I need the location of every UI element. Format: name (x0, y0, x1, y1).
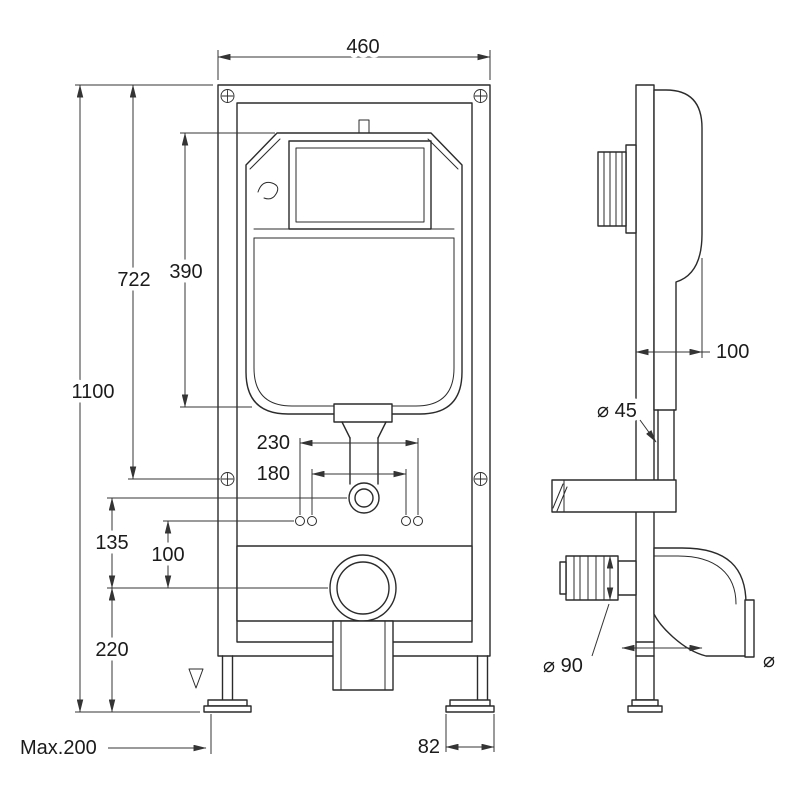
elbow-outlet-flange (744, 599, 755, 658)
waste-outlet (329, 554, 397, 622)
cistern-tank (245, 119, 463, 415)
adjustable-legs (203, 655, 495, 713)
dim-bolt-to-waste (163, 520, 294, 589)
dim-flush-to-waste-label: 135 (95, 532, 128, 554)
dim-bolt-spacing-outer-label: 230 (257, 432, 290, 454)
dim-leg-adjust-label: Max.200 (20, 737, 97, 759)
dim-waste-to-floor-label: 220 (95, 639, 128, 661)
dim-bolt-spacing-inner-label: 180 (257, 463, 290, 485)
dim-bolt-spacing-outer (299, 438, 419, 515)
dim-flush-to-waste (107, 497, 347, 589)
dim-total-height (75, 84, 213, 713)
dim-waste-pipe-dia (591, 555, 614, 657)
dim-waste-pipe-dia-label: ⌀ 90 (543, 655, 583, 677)
dim-flush-pipe-dia (639, 419, 657, 443)
flush-button-unit (597, 144, 637, 234)
dim-upper-height (128, 84, 220, 480)
waste-elbow (653, 547, 755, 658)
side-view (551, 84, 755, 713)
dimensions (75, 50, 710, 754)
dim-cistern-height (180, 132, 275, 408)
dim-frame-depth-label: 100 (716, 341, 749, 363)
dim-bolt-spacing-inner (311, 469, 407, 515)
side-flush-pipe (551, 479, 677, 513)
dimension-labels: 460 1100 722 390 230 180 135 100 220 Max… (16, 32, 780, 764)
dim-frame-depth (635, 258, 710, 358)
front-view (188, 84, 495, 713)
waste-pipe (332, 620, 394, 691)
dim-upper-height-label: 722 (117, 269, 150, 291)
screw-holes (220, 89, 488, 486)
dim-width (217, 50, 491, 80)
access-panel (236, 545, 473, 691)
dim-outlet-dia-label: ⌀ (763, 650, 775, 672)
dim-foot-width (445, 714, 495, 752)
dim-width-label: 460 (346, 36, 379, 58)
dim-bolt-to-waste-label: 100 (151, 544, 184, 566)
waste-connector-fitting (559, 555, 637, 601)
dim-cistern-height-label: 390 (169, 261, 202, 283)
fixing-bolts (295, 516, 423, 526)
dim-leg-adjust (108, 714, 212, 754)
cistern-side-profile (653, 89, 703, 481)
down-arrow-icon (188, 668, 204, 689)
dim-foot-width-label: 82 (418, 736, 440, 758)
flush-pipe (333, 403, 393, 514)
dim-flush-pipe-dia-label: ⌀ 45 (597, 400, 637, 422)
dim-total-height-label: 1100 (71, 381, 114, 403)
fill-valve-icon (257, 181, 279, 200)
flush-pipe-connector (348, 482, 380, 514)
